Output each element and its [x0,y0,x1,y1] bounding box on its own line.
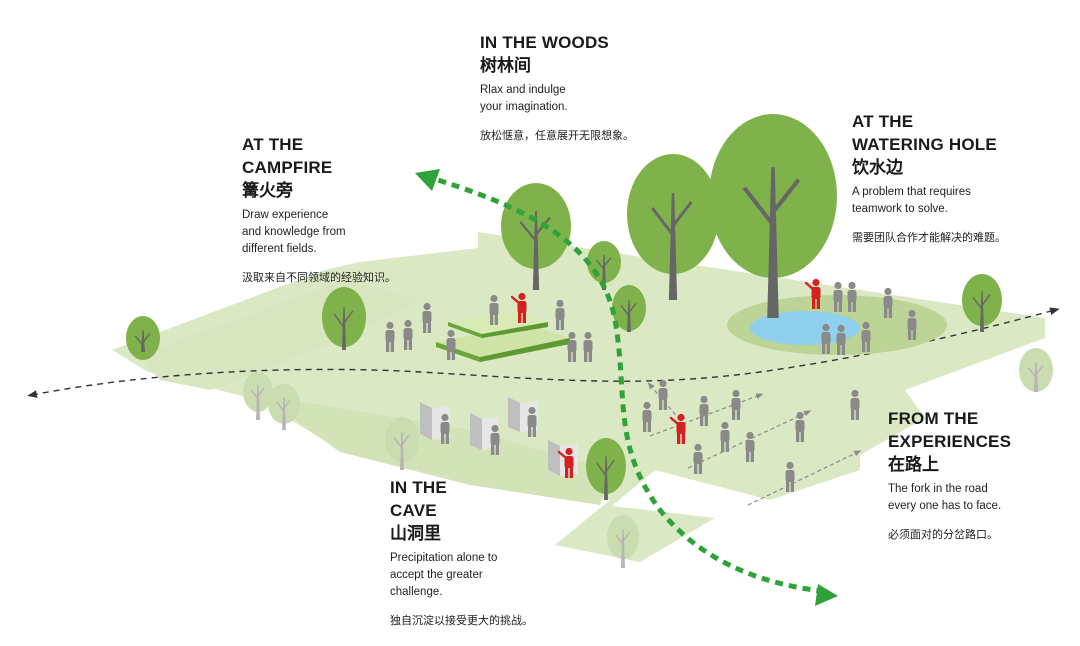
person-icon [490,424,500,455]
tree-icon [268,384,300,430]
campfire-desc-line: Draw experience [242,209,329,221]
watering-desc-line: teamwork to solve. [852,203,948,215]
woods-desc-line: Rlax and indulge [480,84,566,96]
dashed-path-arrow [27,307,1060,398]
label-campfire: AT THE CAMPFIRE 篝火旁 Draw experience and … [242,133,396,286]
label-experiences: FROM THE EXPERIENCES 在路上 The fork in the… [888,407,1011,543]
person-icon [446,329,456,360]
cave-desc-line: challenge. [390,586,443,598]
cave-desc-line: accept the greater [390,569,483,581]
experiences-desc-line: The fork in the road [888,483,988,495]
watering-title-line: AT THE [852,112,914,131]
person-icon [567,331,577,362]
person-icon [785,461,795,492]
experiences-desc-cn: 必须面对的分岔路口。 [888,529,998,541]
ground-lower-wing [260,395,612,505]
person-icon [385,321,395,352]
person-icon [440,413,450,444]
person-icon [731,389,741,420]
person-icon [836,324,846,355]
woods-desc-cn: 放松惬意，任意展开无限想象。 [480,130,634,142]
woods-title-cn: 树林间 [480,56,531,75]
tree-icon [709,114,837,318]
label-cave: IN THE CAVE 山洞里 Precipitation alone to a… [390,476,533,629]
label-watering-hole: AT THE WATERING HOLE 饮水边 A problem that … [852,110,1006,246]
campfire-desc-cn: 汲取来自不同领域的经验知识。 [242,272,396,284]
journey-arrow-head-start [415,169,440,191]
journey-path-arrow [424,173,831,595]
leader-person-icon [510,292,527,323]
tree-icon [586,438,626,500]
tree-icon [627,154,719,300]
tree-icon [1019,348,1053,392]
tree-icon [612,285,646,332]
experiences-title-cn: 在路上 [888,455,939,474]
leader-person-icon [557,447,574,478]
leader-person-icon [669,413,686,444]
woods-desc-line: your imagination. [480,101,568,113]
label-woods: IN THE WOODS 树林间 Rlax and indulge your i… [480,31,634,144]
person-icon [745,431,755,462]
people [385,278,917,492]
cave-title-line: IN THE [390,478,447,497]
person-icon [850,389,860,420]
tree-icon [962,274,1002,332]
person-icon [821,323,831,354]
person-icon [642,401,652,432]
watering-desc-line: A problem that requires [852,186,971,198]
tree-icon [126,316,160,360]
person-icon [583,331,593,362]
person-icon [699,395,709,426]
tree-icon [243,372,273,420]
leader-person-icon [804,278,821,309]
person-icon [883,287,893,318]
person-icon [861,321,871,352]
campfire-title-line: CAMPFIRE [242,158,333,177]
cave-title-cn: 山洞里 [390,524,441,543]
person-icon [555,299,565,330]
watering-desc-cn: 需要团队合作才能解决的难题。 [852,232,1006,244]
person-icon [403,319,413,350]
person-icon [693,443,703,474]
watering-title-cn: 饮水边 [852,158,903,177]
tree-icon [322,287,366,350]
person-icon [527,406,537,437]
tree-icon [501,183,571,290]
person-icon [833,281,843,312]
campfire-desc-line: and knowledge from [242,226,346,238]
person-icon [847,281,857,312]
person-icon [489,294,499,325]
person-icon [795,411,805,442]
woods-title: IN THE WOODS [480,33,609,52]
campfire-title-line: AT THE [242,135,304,154]
person-icon [658,379,668,410]
cave-desc-cn: 独自沉淀以接受更大的挑战。 [390,615,533,627]
campfire-title-cn: 篝火旁 [242,181,293,200]
experiences-desc-line: every one has to face. [888,500,1002,512]
tree-icon [385,417,419,470]
person-icon [720,421,730,452]
tree-icon [607,515,639,568]
watering-title-line: WATERING HOLE [852,135,997,154]
person-icon [907,309,917,340]
experiences-title-line: EXPERIENCES [888,432,1012,451]
campfire-desc-line: different fields. [242,243,317,255]
person-icon [422,302,432,333]
journey-arrow-head-end [815,584,838,606]
trees [126,114,1053,568]
cave-title-line: CAVE [390,501,437,520]
experiences-title-line: FROM THE [888,409,979,428]
cave-desc-line: Precipitation alone to [390,552,498,564]
